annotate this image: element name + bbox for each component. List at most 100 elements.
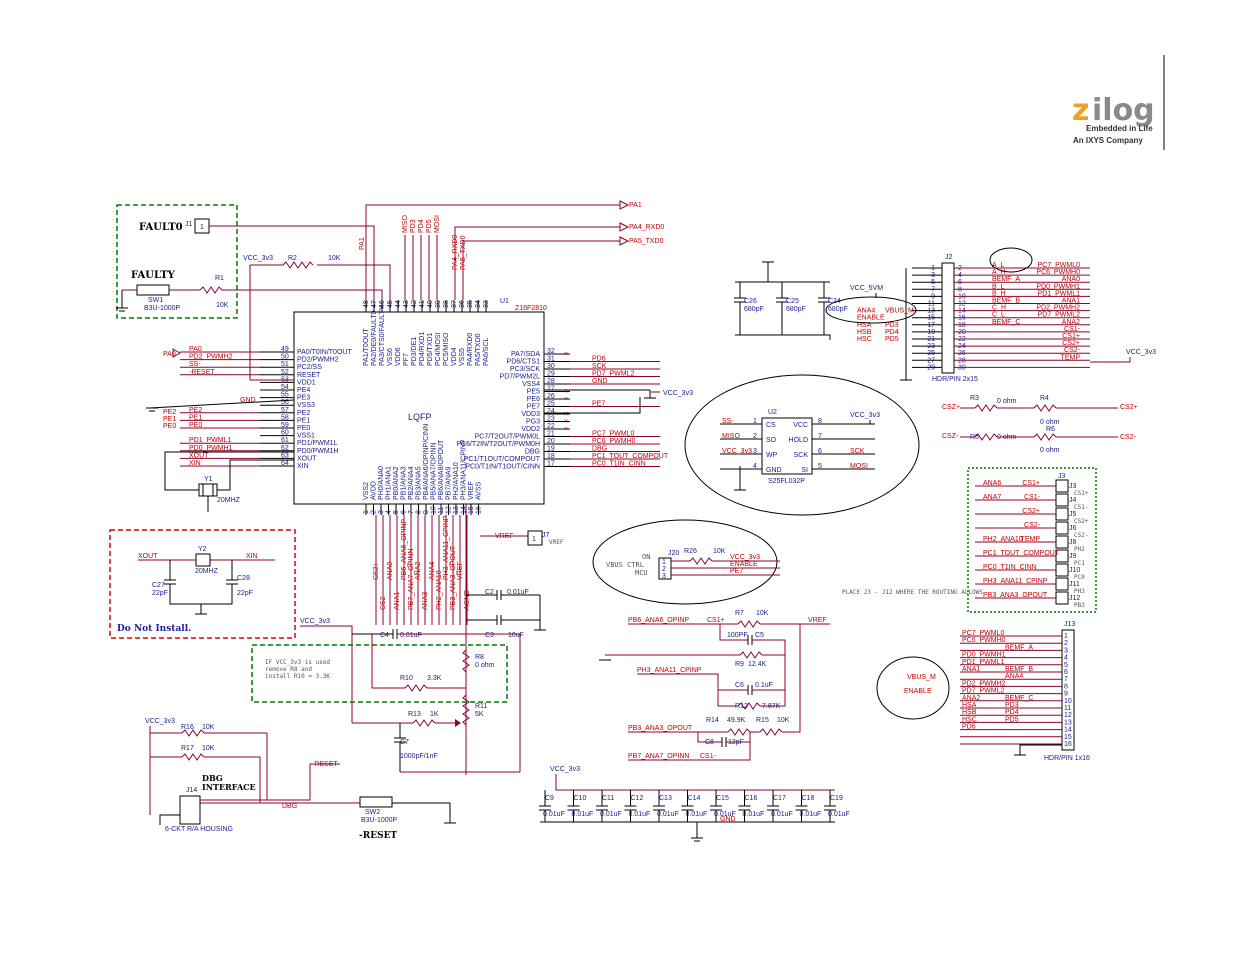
net-pa1: PA1	[629, 202, 642, 209]
opamp-block: PB6_ANA6_OPINP CS1+ R7 10K VREF 100PF C5…	[599, 610, 830, 761]
mcu-left-pin-name: PA0/T0IN/T0OUT	[297, 349, 352, 356]
mcu-right-net-label: PD7_PWML2	[592, 371, 635, 378]
mcu-left-pin-name: RESET	[297, 372, 321, 379]
j13-rows: 1PC7_PWML02PC6_PWMH03BEMF_A4PD0_PWMH15PD…	[960, 630, 1072, 748]
vcc-right-mid: VCC_3v3	[663, 390, 693, 397]
r26-ref: R26	[684, 548, 697, 555]
reset-title: -RESET	[359, 831, 397, 841]
mcu-right-pin-num: 22	[547, 423, 555, 430]
j3-side: CS1+	[1074, 490, 1089, 497]
bypass-cap-val: 0.01uF	[657, 811, 679, 818]
j3-ref: J3	[1058, 473, 1066, 480]
mcu-left-pin-num: 54	[281, 384, 289, 391]
mcu-bottom-pin-name: PB5/ANA7/OPINN	[431, 442, 438, 500]
j13-pin-num: 14	[1064, 727, 1072, 734]
mcu-top-pin-num: 46	[379, 300, 386, 308]
net-pd4-top: PD4	[418, 219, 425, 233]
mcu-bottom-pin-num: 14	[461, 506, 468, 514]
mcu-right-pin-name: PE6	[527, 396, 540, 403]
mcu-left-net-label: XIN	[189, 460, 201, 467]
j3-pin-box	[1055, 535, 1069, 549]
mcu-right-pin-num: 30	[547, 363, 555, 370]
r1-ref: R1	[215, 275, 224, 282]
mcu-left-net-label: PD0_PWMH1	[189, 445, 233, 452]
bypass-cap-ref: C11	[602, 795, 614, 802]
j13-part: HDR/PIN 1x16	[1044, 755, 1090, 762]
mcu-right-net-label: PC7_PWML0	[592, 431, 635, 438]
mcu-top-pin-num: 43	[403, 300, 410, 308]
mcu-right-pin-num: 19	[547, 446, 555, 453]
r17-val: 10K	[202, 745, 215, 752]
net-pe2-left: PE2	[163, 409, 176, 416]
faulty-label: FAULTY	[131, 270, 176, 281]
net-pe1-left: PE1	[163, 416, 176, 423]
mcu-right-pin-num: 17	[547, 461, 555, 468]
net-pd3-top: PD3	[410, 219, 417, 233]
mcu-left-pin-num: 61	[281, 437, 289, 444]
mcu-left-net-label: XOUT	[189, 452, 209, 459]
flash-left-pin-name: SO	[766, 437, 777, 444]
dni-title: Do Not Install.	[117, 624, 191, 634]
j2-left-net2-label: PD5	[885, 336, 899, 343]
mcu-top-pin-name: VDD4	[451, 347, 458, 366]
j13-pin-num: 5	[1064, 662, 1068, 669]
j13-pin-num: 2	[1064, 640, 1068, 647]
r14-ref: R14	[706, 717, 719, 724]
mcu-bottom-pin-name: PB7/ANA9	[446, 466, 453, 500]
j13-net-a: HSB	[962, 709, 977, 716]
dni-block: Do Not Install. XOUT XIN Y2 20MHZ C27 22…	[109, 529, 296, 639]
j2-right-top-label: A_L	[992, 262, 1005, 269]
mcu-top-pin-name: PA1/T0OUT	[363, 328, 370, 366]
bypass-cap-ref: C15	[716, 795, 729, 802]
j3-net-label: ANA6	[983, 480, 1001, 487]
flash-vcc: VCC_3v3	[850, 412, 880, 419]
r13-val: 1K	[430, 711, 439, 718]
mcu-top-pin-name: PD3/DE1	[411, 337, 418, 366]
j3-jref: J12	[1069, 595, 1080, 602]
bottom-net-label: VREF	[457, 561, 464, 580]
j2-right-top-label: C_H	[992, 305, 1006, 312]
j3-pin-box	[1055, 479, 1069, 493]
mcu-top-pin-num: 39	[435, 300, 442, 308]
j3-jref: J6	[1069, 525, 1077, 532]
j3-jref: J4	[1069, 497, 1077, 504]
c27-ref: C27	[152, 582, 165, 589]
r2-ref: R2	[288, 255, 297, 262]
bottom-net-label: ANA1	[394, 592, 401, 610]
right-vcc: VCC_3v3	[544, 389, 693, 414]
mcu-top-pin-name: VSS5	[459, 348, 466, 366]
j14-housing: 6-CKT R/A HOUSING	[165, 826, 233, 833]
j1-pin: 1	[200, 224, 204, 231]
j3-sig-label: CS1-	[1024, 494, 1041, 501]
net-gnd-left: GND	[240, 397, 256, 404]
bypass-cap-val: 0.01uF	[629, 811, 651, 818]
j3-pin-box	[1055, 577, 1069, 591]
bypass-cap-val: 0.01uF	[800, 811, 822, 818]
j13-net-a: PC6_PWMH0	[962, 637, 1006, 644]
j2-cap-ref: C26	[744, 298, 757, 305]
op-cs1p: CS1+	[707, 617, 725, 624]
c6-val: 0.1uF	[755, 682, 773, 689]
j3-sig-label: CS1+	[1022, 480, 1040, 487]
mcu-top-pin-name: VDD6	[395, 347, 402, 366]
j3-jref: J9	[1069, 553, 1077, 560]
mcu-top-pin-name: PA3/CTS0/FAULTY	[379, 305, 386, 366]
j7-ref: J7	[542, 532, 550, 539]
mcu-top-pin-num: 33	[483, 300, 490, 308]
bypass-cap-val: 0.01uF	[686, 811, 708, 818]
mcu-right-net-label: PC0_T1IN_CINN	[592, 461, 646, 468]
j13-pin-num: 3	[1064, 647, 1068, 654]
op-cs1m: CS1-	[700, 753, 717, 760]
mcu-left-net-label: PE0	[189, 422, 202, 429]
r15-val: 10K	[777, 717, 790, 724]
mcu-bottom-pin-name: VSS2	[363, 482, 370, 500]
bypass-vcc: VCC_3v3	[550, 766, 580, 773]
mcu-left-pin-name: VSS1	[297, 433, 315, 440]
mcu-right-pin-name: PG3	[526, 419, 540, 426]
fault0-label: FAULT0	[139, 222, 183, 233]
csz-minus: CSZ-	[942, 433, 959, 440]
vref-block: VREF 1 J7 VREF C2 0.01uF C3 10uF VCC_3v3…	[251, 504, 564, 775]
zilog-logo: z ilog Embedded in Life An IXYS Company	[1072, 55, 1165, 150]
